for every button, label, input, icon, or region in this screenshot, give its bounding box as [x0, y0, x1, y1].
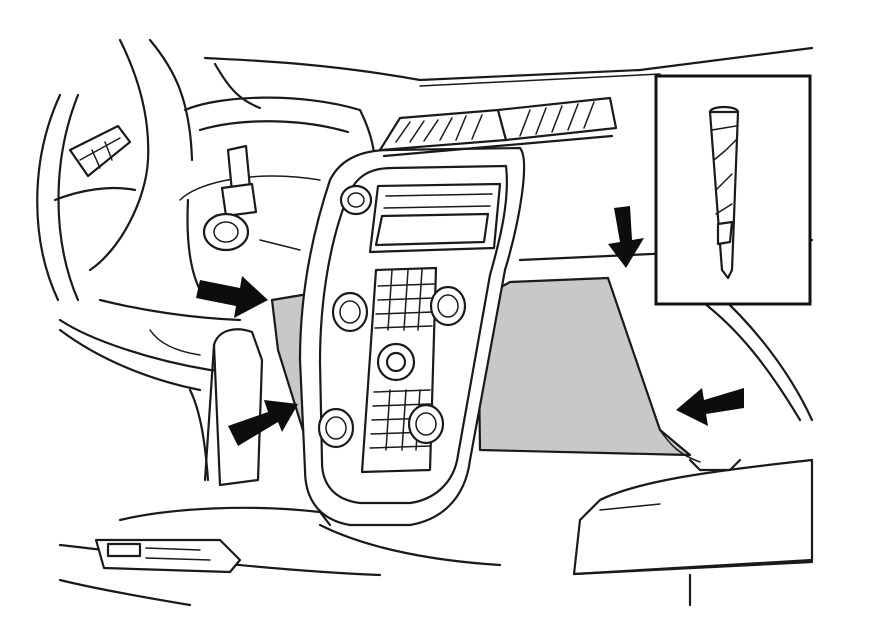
steering-wheel	[36, 38, 202, 392]
lower-floor-console	[58, 506, 502, 607]
ignition-key	[186, 144, 301, 292]
centre-console	[298, 146, 526, 527]
inset-tool-box	[654, 74, 812, 306]
centre-air-vents	[378, 96, 618, 158]
arrow-left-lower	[228, 400, 298, 446]
trim-removal-tool-icon	[708, 105, 740, 280]
dashboard-top-edge	[148, 38, 814, 162]
arrow-right	[676, 388, 744, 426]
lower-left-dash	[58, 298, 264, 487]
left-switch-cluster	[53, 124, 137, 202]
arrow-top-right	[608, 206, 644, 268]
arrow-left-upper	[196, 276, 268, 318]
